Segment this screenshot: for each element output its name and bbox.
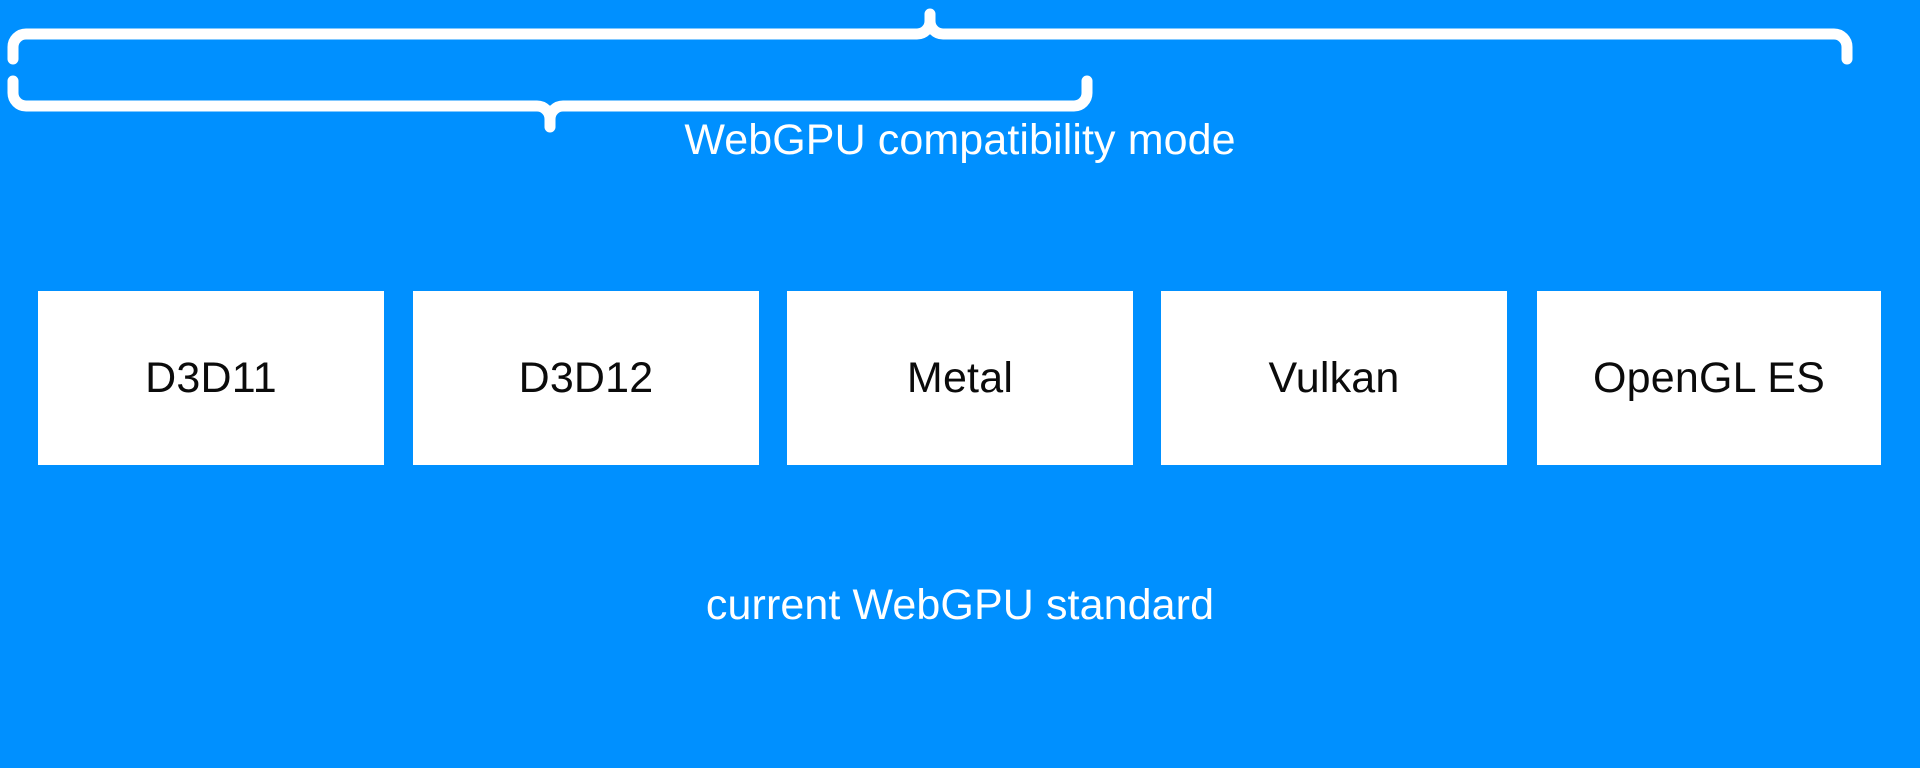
top-brace: [0, 0, 1860, 72]
platform-box-label: Metal: [906, 353, 1014, 402]
platform-box-label: Vulkan: [1268, 353, 1400, 402]
platform-box-d3d12[interactable]: D3D12: [413, 291, 759, 465]
platform-box-label: D3D11: [145, 353, 277, 402]
bottom-group-label: current WebGPU standard: [705, 581, 1215, 629]
top-brace-icon: [7, 8, 1853, 65]
top-group-label: WebGPU compatibility mode: [684, 116, 1236, 164]
platform-box-label: OpenGL ES: [1592, 353, 1826, 402]
platform-box-label: D3D12: [518, 353, 654, 402]
platform-box-vulkan[interactable]: Vulkan: [1161, 291, 1507, 465]
bottom-brace-icon: [7, 75, 1093, 133]
platform-box-metal[interactable]: Metal: [787, 291, 1133, 465]
platform-box-d3d11[interactable]: D3D11: [38, 291, 384, 465]
bottom-brace: [0, 72, 1100, 144]
platform-box-opengl-es[interactable]: OpenGL ES: [1537, 291, 1881, 465]
platform-boxes-row: D3D11 D3D12 Metal Vulkan OpenGL ES: [38, 291, 1881, 465]
